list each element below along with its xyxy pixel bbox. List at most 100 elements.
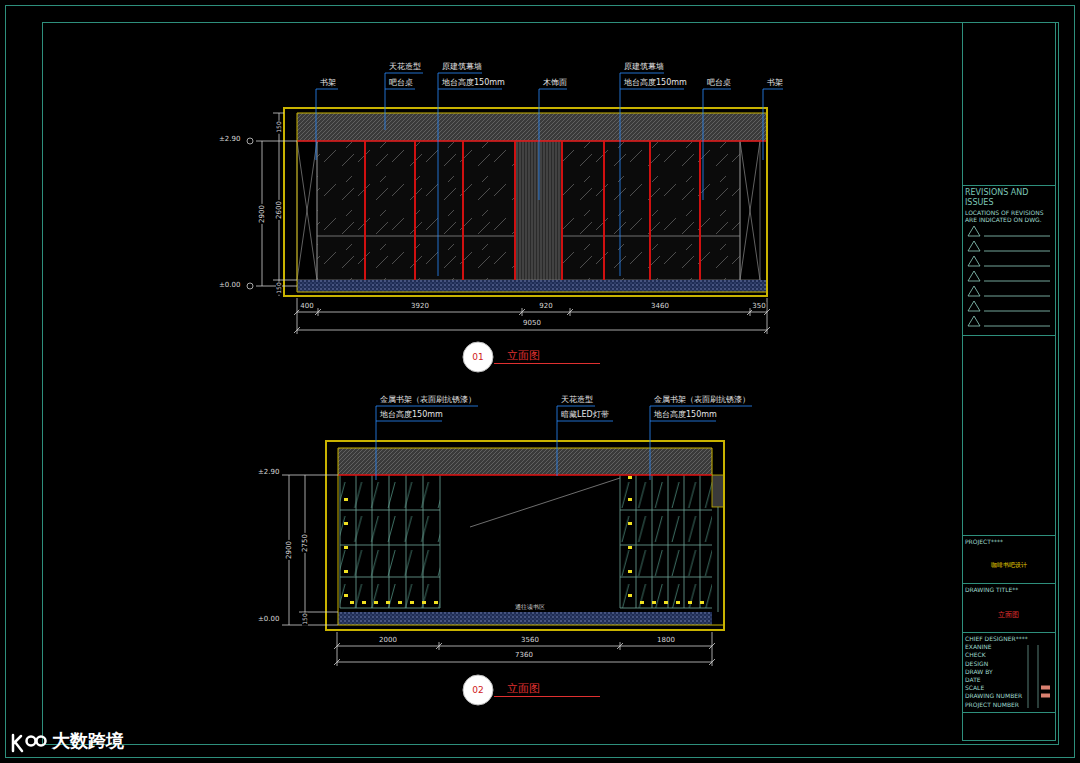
watermark-logo-part [13, 735, 22, 751]
callout-text: 原建筑幕墙 [624, 62, 664, 72]
dimension-text: 1800 [656, 636, 676, 644]
revision-marks-part [968, 256, 980, 266]
elevation-01-part [297, 280, 767, 292]
elevation-01-part [297, 141, 760, 280]
elevation-01-leaders-part [385, 73, 423, 130]
dimension-text: 3560 [520, 636, 540, 644]
dimension-text: 3920 [410, 302, 430, 310]
dimension-text: 920 [538, 302, 553, 310]
view-title-02 [494, 696, 600, 697]
revision-marks-part [984, 296, 1050, 297]
callout-text: 金属书架（表面刷抗锈漆） [380, 395, 476, 405]
elevation-01-leaders-part [703, 89, 731, 200]
elevation-02-part-part [338, 448, 724, 625]
elevation-01-dimensions-part [294, 309, 770, 333]
revision-marks-part [984, 266, 1050, 267]
elevation-02-part-part [410, 601, 414, 604]
title-block-grid-part [1038, 645, 1039, 708]
elevation-02-part-part [628, 546, 632, 549]
project-panel: PROJECT****咖啡书吧设计 [962, 535, 1055, 583]
elevation-01-part-part [462, 141, 464, 280]
node-text: LOCATIONS OF REVISIONS ARE INDICATED ON … [965, 209, 1051, 223]
node-text: DATE [965, 676, 981, 683]
elevation-01-dimensions-part [273, 113, 284, 114]
drawing-title-panel: DRAWING TITLE**立面图 [962, 583, 1055, 632]
elevation-02-part-part [350, 601, 354, 604]
elevation-01-part [317, 141, 740, 280]
elevation-01-part [515, 141, 562, 280]
elevation-02-part-part [652, 601, 656, 604]
elevation-01-part [297, 113, 767, 141]
dimension-text: ±0.00 [219, 281, 240, 289]
elevation-02-part-part [374, 601, 378, 604]
elevation-02-dimensions [282, 475, 715, 666]
node-text: DRAWING NUMBER [965, 692, 1022, 699]
dimension-text: ±2.90 [219, 135, 240, 143]
node-text: DESIGN [965, 660, 988, 667]
callout-text: 地台高度150mm [380, 410, 443, 420]
callout-text: 地台高度150mm [624, 78, 687, 88]
elevation-01-leaders-part [316, 89, 338, 160]
view-title-02-part [494, 696, 600, 697]
callout-text: 吧台桌 [707, 78, 731, 88]
node-text: EXANINE [965, 643, 992, 650]
dimension-text: 400 [299, 302, 314, 310]
elevation-01-leaders-part [620, 73, 684, 276]
sheet-frame-part [963, 23, 1056, 741]
elevation-02-part-part [688, 601, 692, 604]
elevation-01-dimensions [247, 113, 770, 334]
callout-text: 天花造型 [561, 395, 593, 405]
view-number-circle: 02 [462, 674, 494, 706]
node-text: 01 [462, 341, 494, 373]
callout-text: 书架 [320, 78, 336, 88]
elevation-01-part-part [561, 141, 563, 280]
elevation-02-part-part [628, 476, 632, 479]
elevation-02-leaders-part [650, 406, 752, 480]
revision-marks-part [968, 271, 980, 281]
elevation-02-part [620, 475, 712, 608]
dimension-text: 2900 [259, 204, 266, 224]
view-title: 立面图 [507, 349, 540, 362]
elevation-02-dimensions-part [337, 662, 712, 663]
elevation-02-part [718, 507, 719, 612]
elevation-01-leaders-part [539, 89, 567, 200]
elevation-01-part-part [740, 141, 760, 280]
revisions-panel: REVISIONS AND ISSUESLOCATIONS OF REVISIO… [962, 185, 1055, 335]
elevation-02-leaders [376, 406, 752, 480]
elevation-01-part-part [284, 108, 767, 296]
callout-text: 地台高度150mm [654, 410, 717, 420]
elevation-02-part [712, 475, 724, 507]
elevation-02-part [470, 478, 620, 527]
elevation-02-part-part [434, 601, 438, 604]
elevation-02-part-part [628, 498, 632, 501]
sheet-frame-part [962, 535, 1055, 536]
elevation-01 [284, 108, 767, 296]
title-block-grid-part [1028, 645, 1029, 708]
elevation-02-part-part [398, 601, 402, 604]
elevation-02-part-part [386, 601, 390, 604]
elevation-02-part-part [620, 510, 712, 608]
elevation-02-part-part [620, 475, 700, 608]
sheet-frame-part [962, 583, 1055, 584]
elevation-01-dimensions-part [247, 283, 253, 289]
elevation-01-part-part [414, 141, 416, 280]
revision-marks-part [968, 316, 980, 326]
elevation-02-part [344, 476, 704, 604]
elevation-02-part-part [340, 510, 440, 608]
dimension-text: 150 [276, 281, 282, 294]
elevation-01-part-part [364, 141, 366, 280]
revision-marks-part [968, 286, 980, 296]
elevation-01-part [297, 140, 767, 142]
dimension-text: 150 [276, 120, 282, 133]
elevation-01-part [284, 108, 767, 296]
watermark: 大数跨境 [52, 730, 124, 752]
callout-text: 原建筑幕墙 [442, 62, 482, 72]
elevation-02-part-part [422, 601, 426, 604]
sheet-frame-part [43, 23, 1059, 745]
elevation-01-part-part [699, 141, 701, 280]
elevation-02-part [338, 612, 712, 625]
elevation-01-part-part [649, 141, 651, 280]
dimension-text: 2750 [302, 533, 309, 553]
